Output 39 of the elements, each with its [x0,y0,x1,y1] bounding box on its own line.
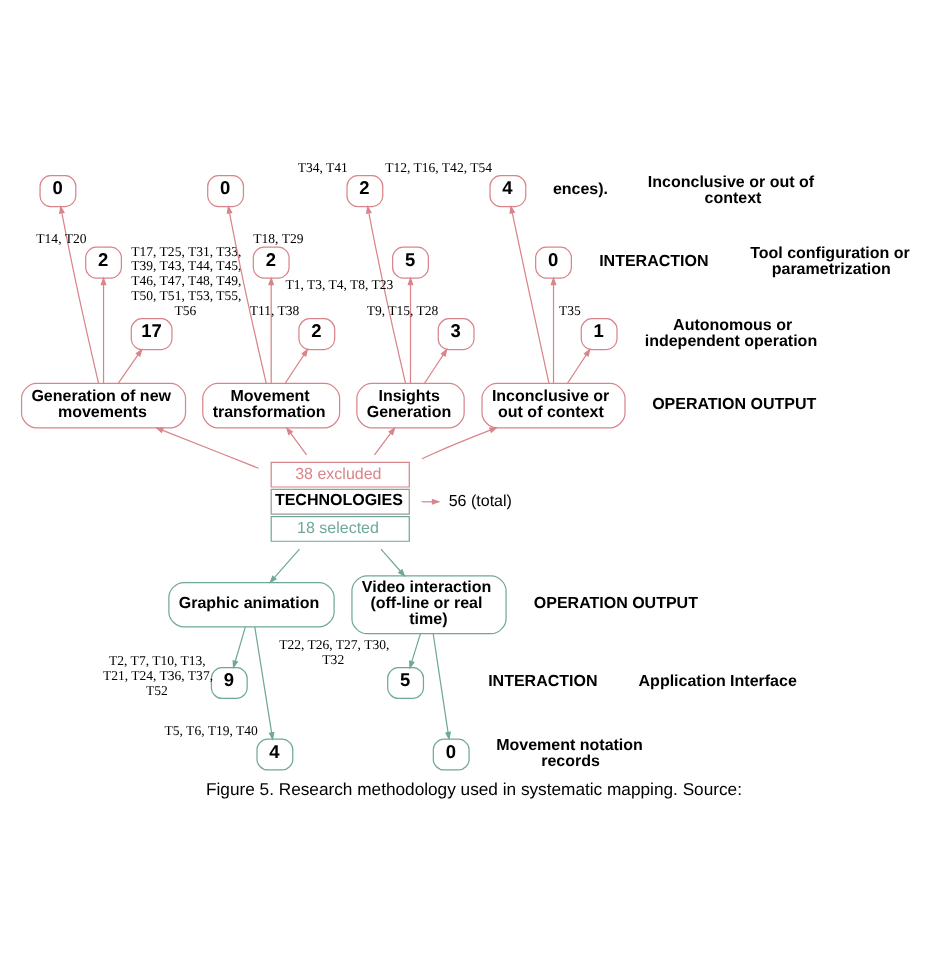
arrow [409,632,422,669]
node-box: 9 [210,666,248,699]
arrow [154,426,260,468]
arrow [432,632,451,740]
node-box: 0 [432,737,470,770]
node-box: 3 [437,317,475,350]
arrow [509,203,550,383]
node-box: 0 [207,174,245,207]
caption: Figure 5. Research methodology used in systematic mapping. Source: [206,778,742,799]
node-box: 4 [256,737,294,770]
arrow [285,425,308,455]
node-box: 17 [130,317,173,350]
node-box: 0 [535,245,572,278]
node-box: 1 [580,317,618,350]
arrow [117,347,143,383]
arrow [380,547,406,577]
arrow [269,547,301,583]
node-box: 5 [387,666,425,699]
arrow [59,203,100,383]
arrow [232,625,246,669]
arrow [407,275,414,383]
node-box: 4 [489,174,527,207]
arrow [373,425,396,455]
node-box: 5 [392,245,429,278]
arrow [284,347,309,383]
node-box: 2 [252,245,290,278]
arrow [100,275,107,383]
arrow [567,347,591,383]
arrow [366,203,407,383]
node-box: 2 [346,174,384,207]
arrow [268,275,275,383]
arrow [550,275,557,383]
node-box: 2 [85,245,123,278]
node-box: 2 [298,317,336,350]
node-box: 0 [39,174,77,207]
arrow [226,203,267,383]
arrow [424,347,448,383]
arrow [421,426,498,459]
arrow [254,625,275,740]
